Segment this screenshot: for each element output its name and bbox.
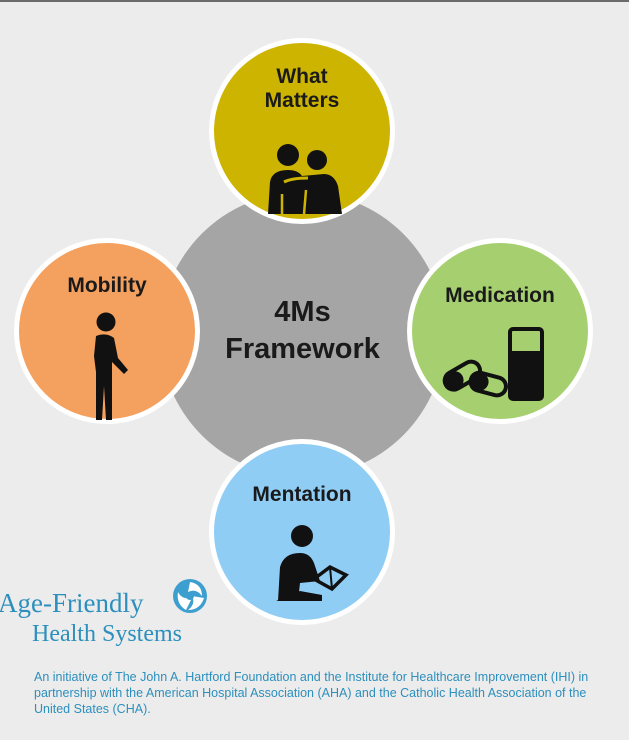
person-reading-icon bbox=[276, 525, 349, 601]
what-matters-label-line2: Matters bbox=[264, 89, 340, 113]
logo-line2: Health Systems bbox=[32, 621, 182, 647]
two-people-embracing-icon bbox=[268, 144, 342, 215]
what-matters-label: What Matters bbox=[229, 65, 375, 113]
medication-label: Medication bbox=[445, 284, 555, 307]
mobility-label: Mobility bbox=[67, 274, 147, 297]
center-title: 4Ms Framework bbox=[190, 294, 415, 368]
pills-and-glass-icon bbox=[442, 327, 544, 401]
logo-line1: Age-Friendly bbox=[0, 588, 144, 618]
center-title-line1: 4Ms bbox=[274, 296, 331, 328]
what-matters-label-line1: What bbox=[276, 65, 328, 88]
center-circle bbox=[160, 192, 445, 477]
mentation-label: Mentation bbox=[252, 483, 352, 506]
swirl-logo-icon bbox=[173, 579, 207, 613]
walking-person-icon bbox=[94, 312, 128, 420]
center-title-line2: Framework bbox=[225, 333, 380, 365]
footer-note: An initiative of The John A. Hartford Fo… bbox=[34, 670, 589, 716]
